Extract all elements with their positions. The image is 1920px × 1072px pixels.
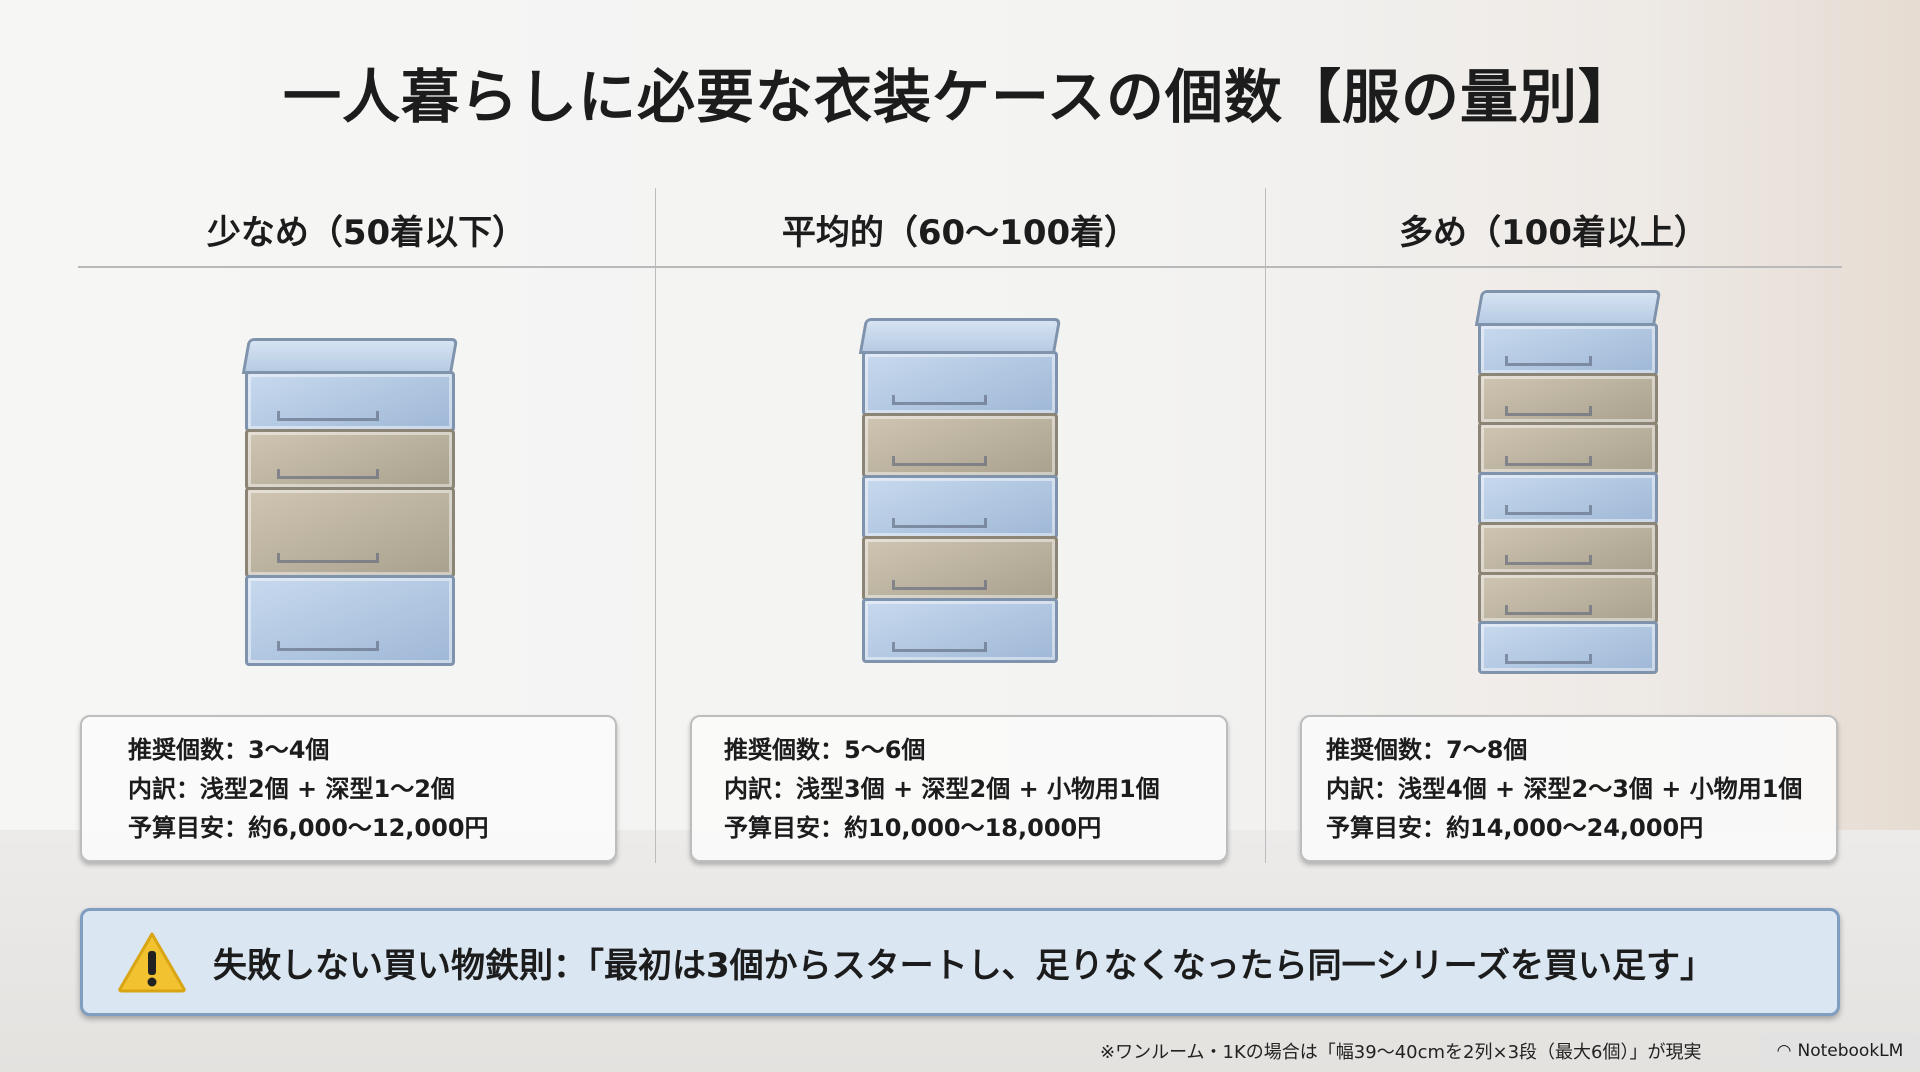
drawer-handle bbox=[276, 411, 379, 422]
tip-text: 失敗しない買い物鉄則：「最初は3個からスタートし、足りなくなったら同一シリーズを… bbox=[213, 945, 1714, 986]
drawer-blue bbox=[862, 351, 1058, 416]
drawer-stack-average bbox=[858, 318, 1062, 663]
drawer-handle bbox=[1505, 654, 1593, 665]
info-card-many: 推奨個数：7〜8個 内訳：浅型4個 + 深型2〜3個 + 小物用1個 予算目安：… bbox=[1300, 715, 1838, 862]
drawer-handle bbox=[891, 394, 987, 405]
drawer-handle bbox=[891, 518, 987, 529]
drawer-tan bbox=[1478, 372, 1658, 426]
recommended-count: 推奨個数：7〜8個 bbox=[1326, 736, 1528, 764]
column-heading-few: 少なめ（50着以下） bbox=[206, 213, 527, 253]
drawer-handle bbox=[1505, 405, 1593, 416]
budget: 予算目安：約14,000〜24,000円 bbox=[1326, 814, 1704, 842]
watermark-text: NotebookLM bbox=[1797, 1041, 1904, 1061]
drawer-handle bbox=[276, 468, 379, 479]
drawer-blue bbox=[1478, 472, 1658, 525]
slide-title: 一人暮らしに必要な衣装ケースの個数【服の量別】 bbox=[282, 63, 1638, 131]
breakdown: 内訳：浅型2個 + 深型1〜2個 bbox=[128, 775, 455, 803]
drawer-tan bbox=[1478, 521, 1658, 575]
footnote: ※ワンルーム・1Kの場合は「幅39〜40cmを2列×3段（最大6個）」が現実 bbox=[1100, 1042, 1702, 1063]
drawer-blue bbox=[862, 598, 1058, 663]
recommended-count: 推奨個数：3〜4個 bbox=[128, 736, 330, 764]
drawer-handle bbox=[276, 552, 379, 563]
notebooklm-watermark: ◠NotebookLM bbox=[1760, 1033, 1920, 1069]
drawer-blue bbox=[1478, 323, 1658, 376]
info-card-few: 推奨個数：3〜4個 内訳：浅型2個 + 深型1〜2個 予算目安：約6,000〜1… bbox=[80, 715, 617, 862]
column-divider bbox=[655, 188, 656, 863]
drawer-handle bbox=[1505, 604, 1593, 615]
drawer-tan bbox=[1478, 422, 1658, 476]
recommended-count: 推奨個数：5〜6個 bbox=[724, 736, 926, 764]
budget: 予算目安：約6,000〜12,000円 bbox=[128, 814, 489, 842]
drawer-blue bbox=[1478, 621, 1658, 674]
column-heading-average: 平均的（60〜100着） bbox=[781, 213, 1139, 253]
column-divider bbox=[1265, 188, 1266, 863]
drawer-blue bbox=[245, 574, 455, 666]
drawer-blue bbox=[862, 474, 1058, 540]
breakdown: 内訳：浅型4個 + 深型2〜3個 + 小物用1個 bbox=[1326, 775, 1803, 803]
warning-icon bbox=[118, 932, 186, 993]
notebooklm-logo-icon: ◠ bbox=[1776, 1041, 1792, 1061]
drawer-blue bbox=[245, 371, 455, 432]
drawer-handle bbox=[276, 641, 379, 652]
drawer-tan bbox=[245, 486, 455, 578]
drawer-lid bbox=[858, 318, 1062, 354]
drawer-handle bbox=[1505, 356, 1593, 367]
breakdown: 内訳：浅型3個 + 深型2個 + 小物用1個 bbox=[724, 775, 1160, 803]
drawer-handle bbox=[1505, 554, 1593, 565]
drawer-handle bbox=[1505, 505, 1593, 516]
drawer-handle bbox=[891, 456, 987, 467]
budget: 予算目安：約10,000〜18,000円 bbox=[724, 814, 1102, 842]
drawer-lid bbox=[1474, 290, 1662, 326]
drawer-lid bbox=[241, 338, 459, 374]
drawer-tan bbox=[245, 428, 455, 490]
column-heading-many: 多め（100着以上） bbox=[1399, 213, 1708, 253]
tip-banner: 失敗しない買い物鉄則：「最初は3個からスタートし、足りなくなったら同一シリーズを… bbox=[80, 908, 1840, 1016]
info-card-average: 推奨個数：5〜6個 内訳：浅型3個 + 深型2個 + 小物用1個 予算目安：約1… bbox=[690, 715, 1228, 862]
drawer-handle bbox=[891, 641, 987, 652]
drawer-tan bbox=[862, 536, 1058, 602]
drawer-tan bbox=[1478, 571, 1658, 625]
drawer-stack-few bbox=[241, 338, 459, 666]
drawer-handle bbox=[891, 579, 987, 590]
drawer-handle bbox=[1505, 455, 1593, 466]
header-divider bbox=[78, 266, 1842, 268]
drawer-tan bbox=[862, 412, 1058, 478]
drawer-stack-many bbox=[1474, 290, 1662, 674]
